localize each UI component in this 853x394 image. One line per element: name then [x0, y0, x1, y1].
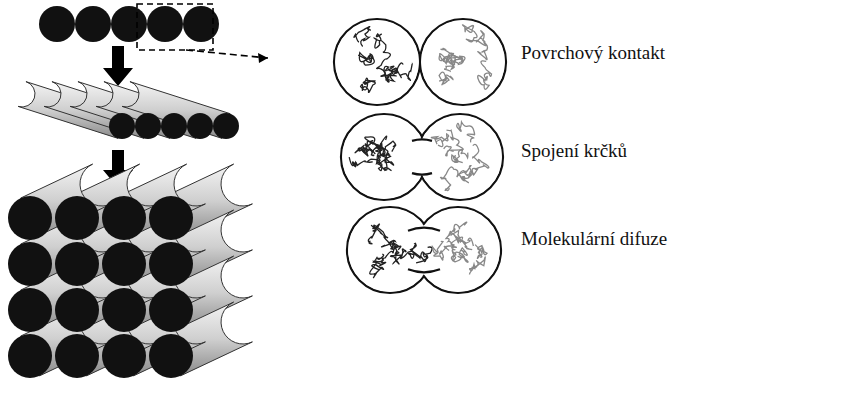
filament-end — [149, 196, 193, 240]
filament-end — [55, 288, 99, 332]
filament-end — [135, 113, 161, 139]
polymer-chain — [451, 248, 468, 262]
filament-end — [149, 288, 193, 332]
polymer-chain — [355, 142, 380, 156]
leader-head — [258, 53, 268, 63]
filament-end — [161, 113, 187, 139]
stage-label: Molekulární difuze — [521, 228, 667, 250]
polymer-chain — [354, 27, 370, 47]
filament-end — [8, 334, 52, 378]
neck-outline — [412, 173, 432, 175]
particle-outline — [420, 19, 506, 105]
polymer-chain — [452, 149, 468, 162]
polymer-chain — [368, 224, 385, 244]
filament-end — [8, 242, 52, 286]
filament-end — [149, 242, 193, 286]
filament-end — [102, 334, 146, 378]
filament-end — [102, 288, 146, 332]
filament-section — [111, 6, 147, 42]
polymer-chain — [439, 72, 453, 85]
polymer-chain — [358, 53, 374, 66]
dashed-frame — [137, 4, 213, 50]
polymer-chain — [478, 61, 492, 89]
particle-pairs — [334, 19, 506, 293]
polymer-chain — [444, 57, 464, 68]
filament-section — [39, 6, 75, 42]
filament-end — [55, 196, 99, 240]
filament-end — [55, 334, 99, 378]
polymer-chains — [349, 122, 489, 191]
filament-section — [147, 6, 183, 42]
particle-pair — [334, 19, 506, 105]
polymer-chain — [378, 156, 393, 171]
polymer-chain — [472, 144, 489, 175]
filament-end — [109, 113, 135, 139]
polymer-chain — [457, 122, 475, 142]
particle-pair — [347, 207, 501, 293]
filament-end — [8, 196, 52, 240]
filament-end — [8, 288, 52, 332]
polymer-chain — [462, 25, 478, 42]
filament-end — [102, 242, 146, 286]
polymer-chain — [444, 222, 467, 248]
polymer-chain — [361, 78, 376, 92]
polymer-chain — [470, 257, 486, 275]
dashed-leader — [186, 50, 268, 58]
particle-fill — [421, 20, 505, 104]
particle-outline — [334, 19, 420, 105]
filament-end — [102, 196, 146, 240]
polymer-chain — [349, 156, 380, 167]
down-arrow — [103, 46, 133, 86]
polymer-chain — [431, 134, 448, 147]
polymer-chain — [458, 166, 472, 183]
stage-label: Spojení krčků — [521, 140, 627, 162]
neck-fill — [412, 139, 432, 174]
filament-end — [55, 242, 99, 286]
stage-label: Povrchový kontakt — [521, 42, 665, 64]
polymer-chain — [409, 247, 433, 262]
polymer-chain — [374, 34, 390, 69]
particle-fill — [335, 20, 419, 104]
polymer-chain — [433, 241, 450, 260]
polymer-chain — [370, 254, 384, 278]
filament-section — [75, 6, 111, 42]
polymer-chains — [368, 222, 487, 278]
particle-pair — [341, 114, 503, 200]
filament-end — [213, 113, 239, 139]
filament-end — [149, 334, 193, 378]
filament-row — [18, 82, 239, 139]
neck-outline — [412, 139, 432, 141]
polymer-chain — [476, 31, 487, 60]
neck-outline — [408, 269, 440, 272]
polymer-chain — [382, 242, 407, 264]
polymer-chain — [444, 130, 464, 156]
filament-end — [187, 113, 213, 139]
polymer-chain — [388, 63, 412, 80]
polymer-chains — [354, 25, 492, 93]
polymer-chain — [444, 53, 465, 71]
filament-block — [8, 164, 252, 378]
neck-outline — [408, 228, 440, 231]
polymer-chain — [449, 231, 473, 247]
filament-dots — [39, 6, 219, 42]
